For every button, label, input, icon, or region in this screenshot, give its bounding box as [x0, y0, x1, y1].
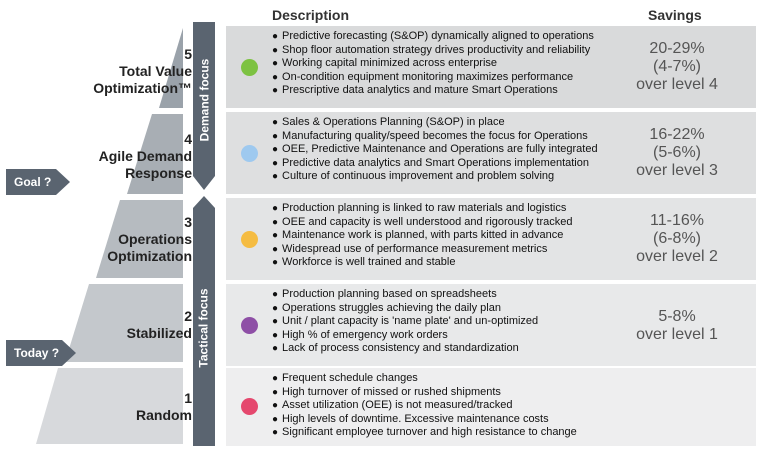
- level-name-line: Optimization™: [93, 80, 192, 96]
- level-3-row: Production planning is linked to raw mat…: [226, 198, 756, 280]
- level-5-name: 5 Total Value Optimization™: [93, 46, 192, 97]
- demand-focus-text: Demand focus: [197, 58, 211, 142]
- level-name-line: Total Value: [119, 63, 192, 79]
- bullet-item: Predictive data analytics and Smart Oper…: [272, 157, 602, 171]
- description-header: Description: [272, 7, 350, 23]
- bullet-item: Widespread use of performance measuremen…: [272, 243, 602, 257]
- savings-line: 20-29%: [649, 40, 705, 57]
- level-name-line: Response: [125, 165, 192, 181]
- bullet-item: Working capital minimized across enterpr…: [272, 57, 602, 71]
- bullet-item: On-condition equipment monitoring maximi…: [272, 71, 602, 85]
- savings-header: Savings: [648, 7, 702, 23]
- level-3-dot: [241, 231, 258, 248]
- savings-line: over level 1: [636, 326, 718, 343]
- bullet-item: Culture of continuous improvement and pr…: [272, 170, 602, 184]
- pyramid-step-4: [127, 114, 183, 194]
- bullet-item: Asset utilization (OEE) is not measured/…: [272, 399, 602, 413]
- bullet-item: Unit / plant capacity is 'name plate' an…: [272, 315, 602, 329]
- maturity-pyramid: [36, 28, 183, 444]
- tactical-focus-label: Tactical focus: [193, 210, 215, 446]
- level-2-bullets: Production planning based on spreadsheet…: [272, 288, 602, 356]
- today-badge: Today ?: [6, 340, 76, 366]
- level-name-line: Operations: [118, 231, 192, 247]
- bullet-item: Sales & Operations Planning (S&OP) in pl…: [272, 116, 602, 130]
- bullet-item: Production planning based on spreadsheet…: [272, 288, 602, 302]
- bullet-item: Maintenance work is planned, with parts …: [272, 229, 602, 243]
- level-name-line: Optimization: [107, 248, 192, 264]
- bullet-item: High levels of downtime. Excessive maint…: [272, 413, 602, 427]
- bullet-item: Workforce is well trained and stable: [272, 256, 602, 270]
- level-4-savings: 16-22% (5-6%) over level 3: [602, 126, 752, 180]
- savings-line: (5-6%): [652, 144, 701, 161]
- level-5-row: Predictive forecasting (S&OP) dynamicall…: [226, 26, 756, 108]
- level-name-line: Random: [136, 407, 192, 423]
- level-1-name: 1 Random: [136, 390, 192, 424]
- savings-line: 11-16%: [650, 212, 704, 229]
- bullet-item: Manufacturing quality/speed becomes the …: [272, 130, 602, 144]
- savings-line: over level 2: [636, 248, 718, 265]
- level-4-dot: [241, 145, 258, 162]
- level-3-name: 3 Operations Optimization: [107, 214, 192, 265]
- level-1-bullets: Frequent schedule changes High turnover …: [272, 372, 602, 440]
- level-4-row: Sales & Operations Planning (S&OP) in pl…: [226, 112, 756, 194]
- savings-line: (4-7%): [652, 58, 701, 75]
- bullet-item: High % of emergency work orders: [272, 329, 602, 343]
- level-number: 4: [184, 131, 192, 147]
- bullet-item: Operations struggles achieving the daily…: [272, 302, 602, 316]
- level-1-dot: [241, 398, 258, 415]
- bullet-item: Prescriptive data analytics and mature S…: [272, 84, 602, 98]
- bullet-item: OEE and capacity is well understood and …: [272, 216, 602, 230]
- level-3-savings: 11-16% (6-8%) over level 2: [602, 212, 752, 266]
- level-2-dot: [241, 317, 258, 334]
- bullet-item: Production planning is linked to raw mat…: [272, 202, 602, 216]
- level-1-row: Frequent schedule changes High turnover …: [226, 368, 756, 446]
- level-5-bullets: Predictive forecasting (S&OP) dynamicall…: [272, 30, 602, 98]
- level-4-name: 4 Agile Demand Response: [99, 131, 192, 182]
- savings-line: over level 4: [636, 76, 718, 93]
- bullet-item: Significant employee turnover and high r…: [272, 426, 602, 440]
- bullet-item: OEE, Predictive Maintenance and Operatio…: [272, 143, 602, 157]
- tactical-focus-arrow: [193, 196, 215, 446]
- bullet-item: Predictive forecasting (S&OP) dynamicall…: [272, 30, 602, 44]
- tactical-focus-text: Tactical focus: [197, 288, 212, 368]
- level-number: 3: [184, 214, 192, 230]
- savings-line: 16-22%: [649, 126, 705, 143]
- level-number: 2: [184, 308, 192, 324]
- bullet-item: Frequent schedule changes: [272, 372, 602, 386]
- level-3-bullets: Production planning is linked to raw mat…: [272, 202, 602, 270]
- level-2-savings: 5-8% over level 1: [602, 308, 752, 344]
- bullet-item: High turnover of missed or rushed shipme…: [272, 386, 602, 400]
- level-name-line: Agile Demand: [98, 148, 192, 164]
- pyramid-step-5: [159, 28, 183, 108]
- savings-line: 5-8%: [658, 308, 696, 325]
- demand-focus-arrow: [193, 22, 215, 190]
- level-4-bullets: Sales & Operations Planning (S&OP) in pl…: [272, 116, 602, 184]
- level-number: 5: [184, 46, 192, 62]
- level-2-row: Production planning based on spreadsheet…: [226, 284, 756, 366]
- level-2-name: 2 Stabilized: [127, 308, 192, 342]
- level-5-dot: [241, 59, 258, 76]
- level-number: 1: [184, 390, 192, 406]
- pyramid-step-2: [65, 284, 183, 362]
- focus-arrows: [193, 22, 215, 446]
- savings-line: (6-8%): [652, 230, 701, 247]
- pyramid-step-3: [96, 200, 183, 278]
- demand-focus-label: Demand focus: [193, 24, 215, 176]
- level-name-line: Stabilized: [126, 325, 192, 341]
- savings-line: over level 3: [636, 162, 718, 179]
- bullet-item: Lack of process consistency and standard…: [272, 342, 602, 356]
- level-5-savings: 20-29% (4-7%) over level 4: [602, 40, 752, 94]
- pyramid-step-1: [36, 368, 183, 444]
- bullet-item: Shop floor automation strategy drives pr…: [272, 44, 602, 58]
- goal-badge: Goal ?: [6, 169, 70, 195]
